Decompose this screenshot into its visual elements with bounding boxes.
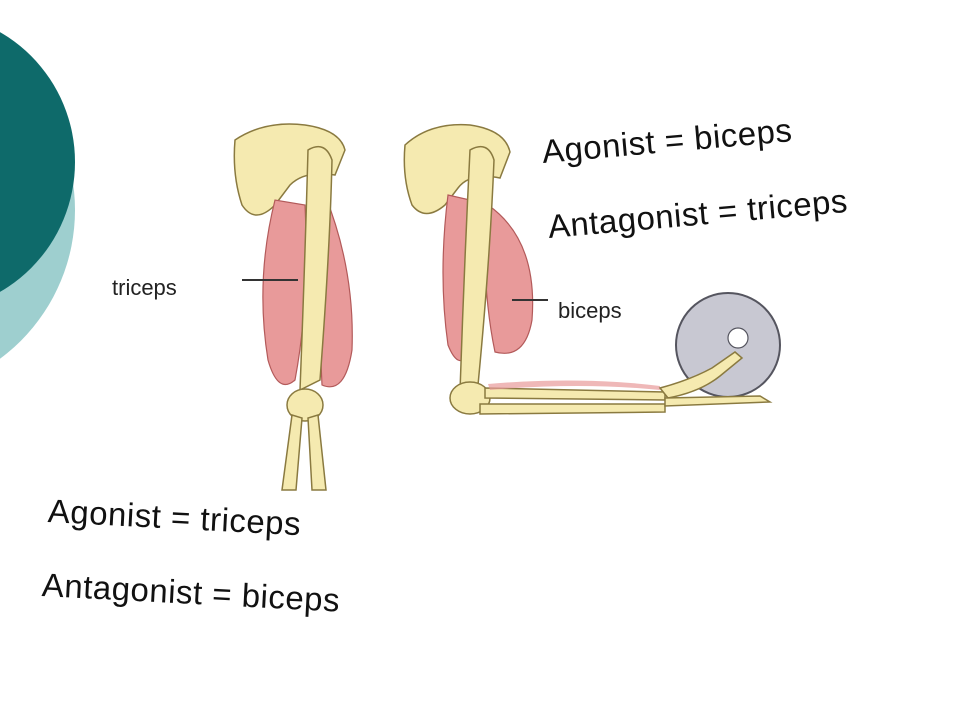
right-fingers <box>664 395 773 407</box>
triceps-label: triceps <box>112 275 177 300</box>
right-hand <box>658 351 744 399</box>
left-forearm-bone-2 <box>307 414 327 491</box>
flexed-arm-illustration <box>403 123 781 415</box>
extended-arm-illustration <box>233 123 353 491</box>
left-triceps-muscle <box>262 199 307 385</box>
biceps-label: biceps <box>558 298 622 323</box>
left-forearm-bone-1 <box>281 414 303 491</box>
left-humerus <box>299 145 333 392</box>
right-biceps-muscle <box>483 204 534 354</box>
weight-disc-hole <box>727 327 749 349</box>
left-elbow <box>286 388 324 422</box>
right-forearm-upper <box>484 387 666 401</box>
decor-dark-circle <box>0 32 75 292</box>
right-humerus <box>459 145 495 394</box>
right-forearm-lower <box>479 403 666 415</box>
right-forearm-muscle <box>488 380 660 390</box>
